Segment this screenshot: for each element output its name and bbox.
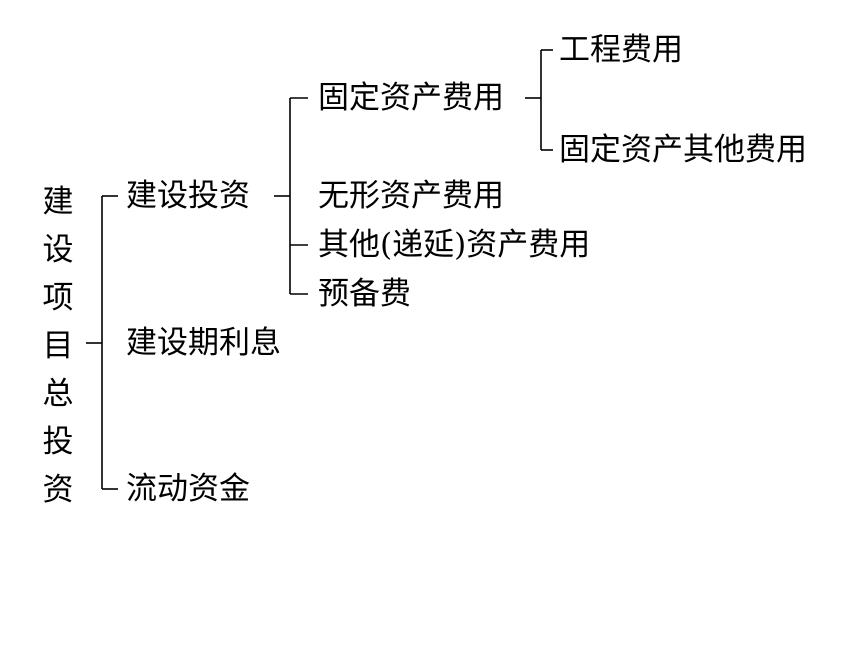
node-engineering-cost: 工程费用	[559, 32, 683, 68]
node-intangible-asset-cost: 无形资产费用	[318, 178, 504, 214]
node-construction-period-interest: 建设期利息	[126, 325, 281, 361]
node-construction-investment: 建设投资	[126, 178, 250, 214]
node-contingency-cost: 预备费	[318, 276, 411, 312]
node-other-fixed-asset-cost: 固定资产其他费用	[559, 132, 807, 168]
node-fixed-asset-cost: 固定资产费用	[318, 80, 504, 116]
root-node-total-investment: 建设项目总投资	[42, 184, 74, 508]
node-other-deferred-asset-cost: 其他(递延)资产费用	[318, 227, 591, 263]
node-working-capital: 流动资金	[126, 471, 250, 507]
